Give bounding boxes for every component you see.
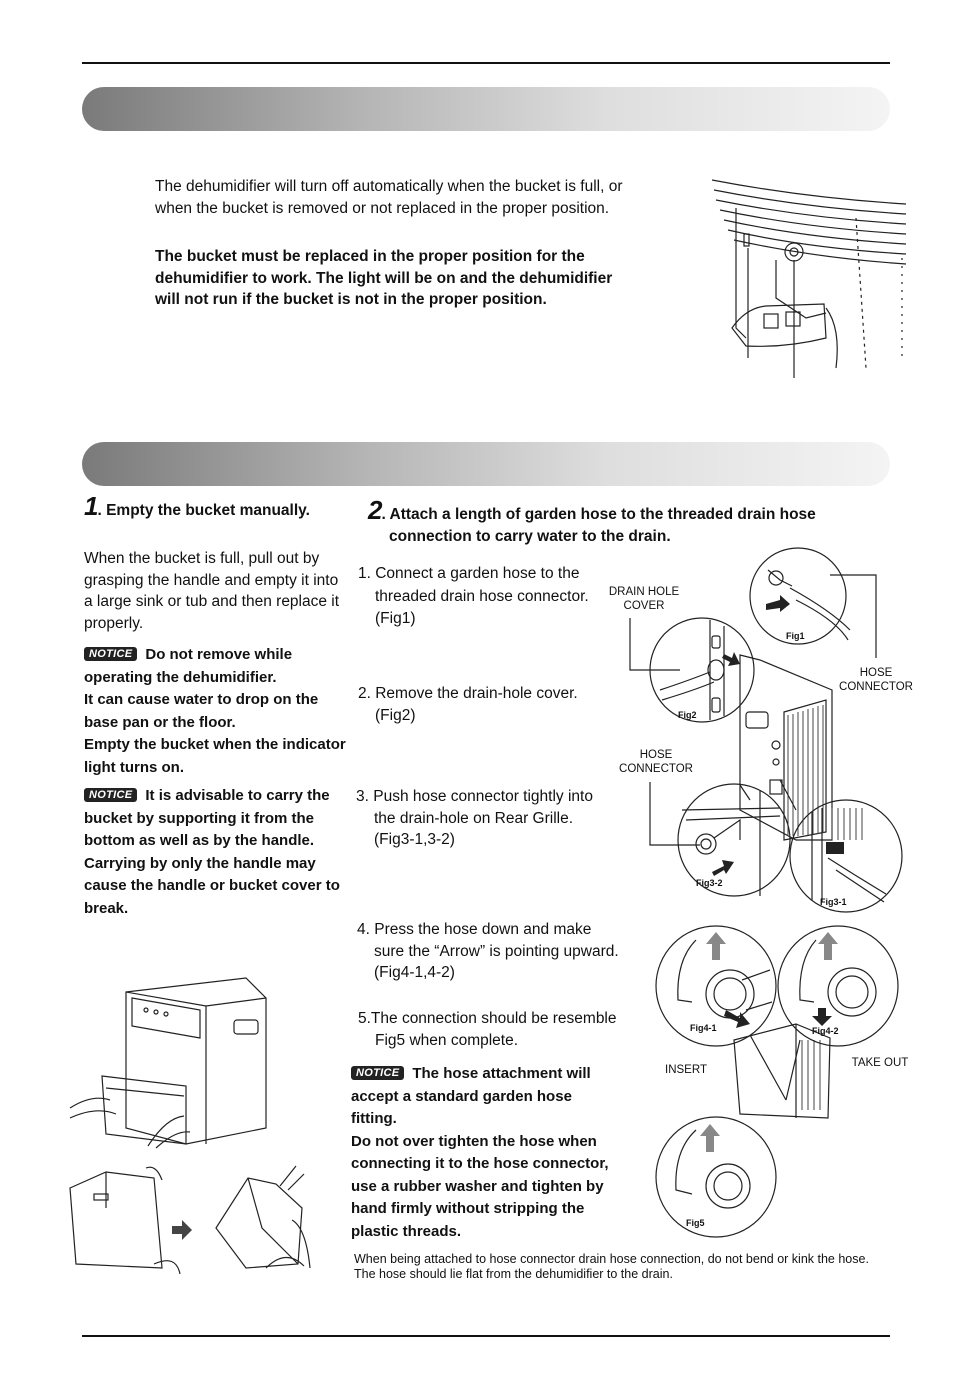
label-hose-connector-left: HOSE CONNECTOR	[619, 749, 693, 775]
instruction-3: 3. Push hose connector tightly into the …	[356, 788, 593, 848]
step1-body: When the bucket is full, pull out by gra…	[84, 550, 340, 632]
fig4-2-label: Fig4-2	[812, 1026, 839, 1036]
label-hose-connector-right: HOSE CONNECTOR	[839, 667, 913, 693]
instruction-1: 1. Connect a garden hose to the threaded…	[358, 565, 589, 627]
bottom-rule	[82, 1335, 890, 1337]
fig4-1-label: Fig4-1	[690, 1023, 717, 1033]
hose-connection-illustration: Fig1 Fig2 Fig3-2 Fig3-1 Fig4-1	[629, 547, 903, 1238]
step2-number: 2	[368, 495, 383, 525]
step2-title-line2: connection to carry water to the drain.	[389, 527, 671, 545]
fig5-label: Fig5	[686, 1218, 705, 1228]
fig2-label: Fig2	[678, 710, 697, 720]
step1-heading: 1. Empty the bucket manually.	[84, 493, 310, 522]
instruction-2: 2. Remove the drain-hole cover. (Fig2)	[358, 685, 578, 724]
instruction-5: 5.The connection should be resemble Fig5…	[358, 1010, 617, 1049]
notice-badge: NOTICE	[351, 1066, 405, 1080]
label-take-out: TAKE OUT	[851, 1057, 909, 1069]
instruction-4: 4. Press the hose down and make sure the…	[357, 921, 619, 981]
step2-heading: 2. Attach a length of garden hose to the…	[368, 497, 888, 547]
fig3-2-label: Fig3-2	[696, 878, 723, 888]
label-insert: INSERT	[665, 1064, 707, 1076]
top-rule	[82, 62, 890, 64]
bucket-position-warning: The bucket must be replaced in the prope…	[155, 248, 613, 308]
section-header-band-1	[82, 87, 890, 131]
notice-badge: NOTICE	[84, 788, 138, 802]
bucket-removal-illustration	[69, 977, 311, 1275]
label-drain-hole-cover: DRAIN HOLE COVER	[608, 586, 680, 612]
step2-title-line1: . Attach a length of garden hose to the …	[381, 506, 816, 523]
bucket-sensor-illustration	[711, 179, 907, 378]
step1-number: 1	[84, 491, 99, 521]
section-header-band-2	[82, 442, 890, 486]
auto-off-paragraph: The dehumidifier will turn off automatic…	[155, 178, 623, 217]
fig1-label: Fig1	[786, 631, 805, 641]
notice-badge: NOTICE	[84, 647, 138, 661]
step1-title: . Empty the bucket manually.	[97, 502, 310, 519]
fig3-1-label: Fig3-1	[820, 897, 847, 907]
hose-footnote: When being attached to hose connector dr…	[354, 1252, 869, 1281]
